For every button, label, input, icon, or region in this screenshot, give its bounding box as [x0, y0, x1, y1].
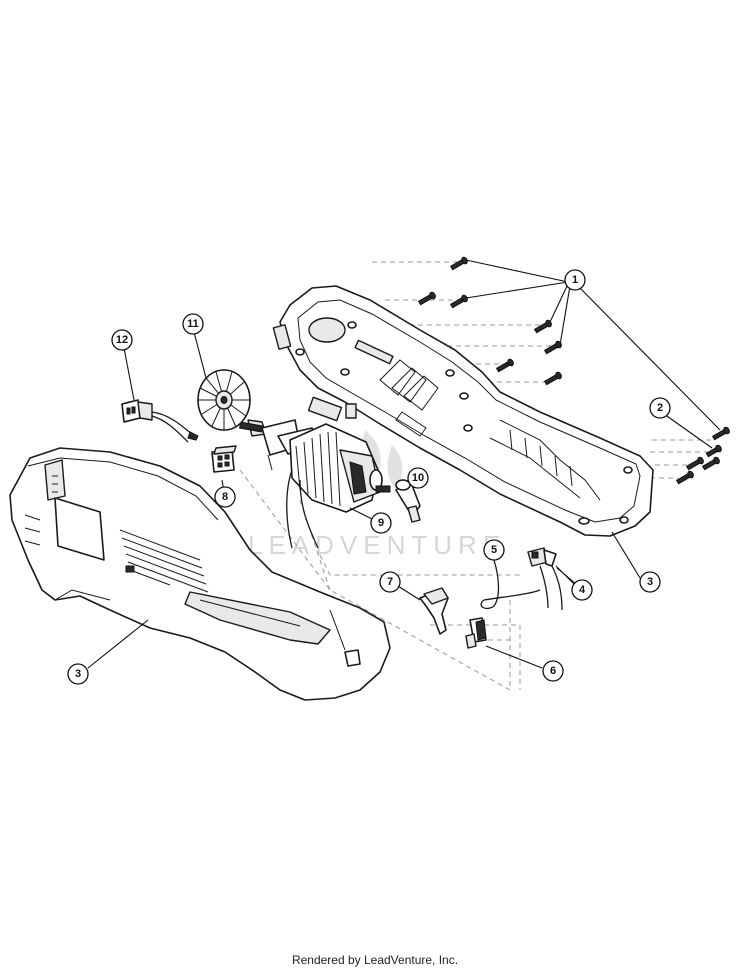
callout-5: 5 [483, 539, 505, 561]
wire-connector [121, 399, 199, 443]
svg-text:4: 4 [579, 584, 586, 596]
callout-1: 1 [564, 269, 586, 291]
callout-9: 9 [370, 512, 392, 534]
callout-8: 8 [214, 486, 236, 508]
housing-back-half [272, 285, 654, 537]
svg-text:5: 5 [491, 544, 497, 556]
callout-6: 6 [542, 660, 564, 682]
callout-4: 4 [571, 579, 593, 601]
svg-text:3: 3 [75, 668, 81, 680]
callout-2: 2 [649, 397, 671, 419]
callout-11: 11 [182, 313, 204, 335]
trigger-switch [465, 617, 487, 649]
footer-credit: Rendered by LeadVenture, Inc. [291, 953, 459, 967]
terminal-block [211, 445, 237, 473]
svg-text:3: 3 [647, 576, 653, 588]
housing-front-half [9, 447, 391, 701]
watermark-text: LEADVENTURE [248, 530, 506, 560]
brush-holder [527, 547, 563, 611]
callout-12: 12 [111, 329, 133, 351]
svg-text:2: 2 [657, 402, 663, 414]
screw-group [417, 256, 730, 485]
svg-text:8: 8 [222, 491, 228, 503]
callout-7: 7 [379, 571, 401, 593]
motor-assembly [239, 419, 391, 549]
svg-text:9: 9 [378, 517, 384, 529]
svg-text:12: 12 [116, 334, 128, 346]
svg-text:10: 10 [412, 472, 424, 484]
svg-text:1: 1 [572, 274, 578, 286]
svg-text:11: 11 [187, 318, 199, 330]
leader-lines [87, 259, 721, 669]
lock-off-button [419, 587, 449, 635]
shaft-sleeve [395, 479, 421, 523]
callout-10: 10 [407, 467, 429, 489]
switch-lead [480, 559, 541, 610]
svg-text:6: 6 [550, 665, 556, 677]
callout-3-back-housing: 3 [639, 571, 661, 593]
cooling-fan [197, 369, 251, 431]
svg-text:7: 7 [387, 576, 393, 588]
callout-3-front-housing: 3 [67, 663, 89, 685]
